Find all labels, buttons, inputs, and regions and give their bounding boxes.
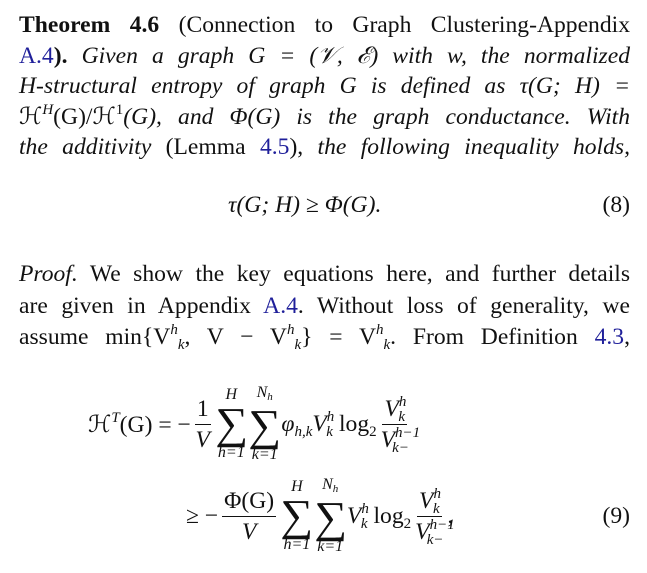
text-segment: (G), and Φ(G) is the graph conductance. … [123, 103, 630, 130]
text-segment: the additivity [19, 134, 152, 160]
text-segment: H-structural entropy of graph G is defin… [19, 73, 630, 99]
text-segment: h [375, 322, 384, 338]
proof-line: are given in Appendix A.4. Without loss … [19, 291, 630, 321]
sum-over-h: H∑h=1 [280, 478, 314, 553]
theorem-line: H-structural entropy of graph G is defin… [19, 71, 630, 101]
text-segment: 1 [115, 101, 124, 118]
text-segment: ℋ [19, 103, 43, 130]
text-segment: k [294, 337, 302, 353]
text-segment: h [170, 322, 178, 338]
text-segment: . Without loss of generality, we [297, 292, 630, 319]
equation-9-number: (9) [602, 503, 630, 529]
text-segment: (G)/ℋ [53, 103, 116, 130]
lhs: ℋT(G) = − [88, 409, 191, 438]
cross-reference-link[interactable]: 4.5 [259, 134, 290, 160]
sum-over-h: H∑h=1 [214, 386, 248, 461]
text-segment: h [286, 322, 295, 338]
sum-over-k: Nh∑k=1 [248, 384, 282, 463]
log2: log2 [338, 410, 377, 440]
text-segment: k [177, 337, 185, 353]
text-segment: ), [289, 134, 304, 160]
text-segment: Given a graph G = (𝒱, ℰ) with w, the nor… [67, 42, 630, 69]
text-segment: Theorem 4.6 [19, 12, 160, 38]
equation-8-number: (8) [602, 192, 630, 218]
text-segment: (Connection to Graph Clustering-Appendix [159, 12, 630, 38]
text-segment: assume min{V [19, 324, 171, 350]
text-segment: , V − V [184, 324, 287, 350]
text-segment: are given in Appendix [19, 292, 264, 319]
comma: , [447, 502, 454, 529]
text-segment: } = V [301, 324, 376, 350]
equation-8-body: τ(G; H) ≥ Φ(G). [228, 192, 382, 218]
equation-8: τ(G; H) ≥ Φ(G). [228, 192, 381, 219]
cross-reference-link[interactable]: 4.3 [594, 324, 625, 350]
theorem-line: the additivity (Lemma 4.5), the followin… [19, 132, 630, 162]
text-segment: Proof. [19, 261, 78, 287]
text-segment: H [42, 101, 54, 118]
theorem-line: Theorem 4.6 (Connection to Graph Cluster… [19, 10, 630, 40]
text-segment: (Lemma [151, 134, 260, 160]
V-term: Vhk [346, 500, 369, 532]
proof-line: assume min{Vhk, V − Vhk} = Vhk. From Def… [19, 322, 630, 353]
sum-over-k: Nh∑k=1 [313, 476, 347, 555]
proof-line: Proof. We show the key equations here, a… [19, 259, 630, 289]
text-segment: ). [53, 42, 68, 69]
text-segment: the following inequality holds, [303, 134, 630, 160]
geq-minus: ≥ − [186, 502, 219, 529]
theorem-line: A.4). Given a graph G = (𝒱, ℰ) with w, t… [19, 41, 630, 71]
text-segment: We show the key equations here, and furt… [77, 261, 630, 287]
text-segment: . From Definition [390, 324, 595, 350]
theorem-line: ℋH(G)/ℋ1(G), and Φ(G) is the graph condu… [19, 102, 630, 132]
log2: log2 [373, 502, 412, 532]
phi-term: φh,kVhk [281, 408, 335, 440]
fraction-phi-over-V: Φ(G)V [222, 487, 277, 545]
cross-reference-link[interactable]: A.4 [263, 292, 298, 319]
text-segment: k [383, 337, 391, 353]
cross-reference-link[interactable]: A.4 [19, 42, 54, 69]
text-segment: , [624, 324, 630, 350]
